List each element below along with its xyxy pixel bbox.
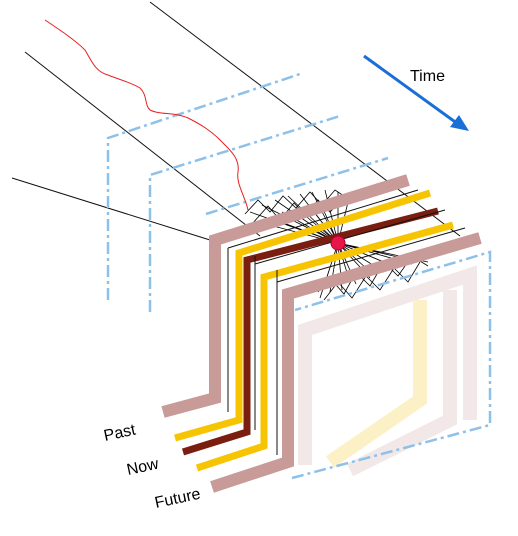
past-label: Past <box>102 422 137 445</box>
time-slice-bands <box>161 174 482 493</box>
band-future <box>210 232 482 493</box>
time-label: Time <box>410 68 445 85</box>
slice-edge-6 <box>276 227 466 283</box>
front-frame <box>291 250 492 480</box>
future-ghost-frames <box>298 265 477 477</box>
ghost-frame-2 <box>326 300 427 468</box>
arrow-icon <box>363 54 469 131</box>
band-now <box>181 207 439 456</box>
past-frame-far <box>106 72 301 300</box>
slice-edges <box>227 189 466 455</box>
past-frames <box>106 72 389 312</box>
ghost-frame-1 <box>298 265 477 465</box>
past-frame-mid <box>148 114 341 312</box>
now-label: Now <box>125 456 160 479</box>
future-label: Future <box>153 486 202 512</box>
worldline <box>44 19 249 211</box>
slice-edge-4 <box>227 189 419 249</box>
box-edge-lower <box>11 177 211 241</box>
band-gold-upper <box>174 189 432 442</box>
event-dot-icon <box>330 235 346 251</box>
front-dashed-frame <box>291 250 492 480</box>
band-gold-lower <box>195 221 454 472</box>
box-edge-upper <box>24 51 261 237</box>
past-frame-near <box>205 156 389 216</box>
band-past <box>161 174 410 418</box>
slice-edge-5 <box>254 209 446 265</box>
